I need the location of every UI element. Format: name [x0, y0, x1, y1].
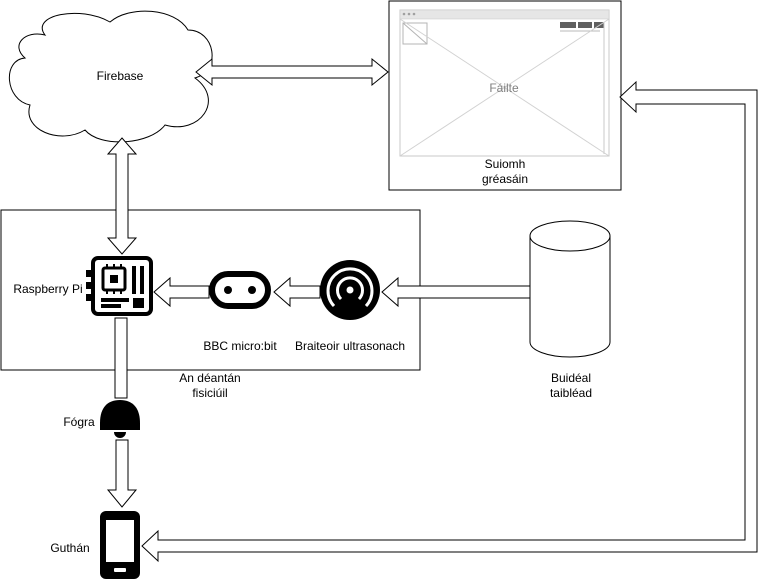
- microbit-icon: [209, 271, 271, 309]
- bottle-label-line1: Buidéal: [551, 371, 591, 385]
- website-placeholder-text: Fáilte: [489, 81, 519, 95]
- physical-device-label-line2: fisiciúil: [192, 386, 227, 400]
- connector-raspberry-pi-bell: [114, 317, 128, 399]
- raspberry-pi-label: Raspberry Pi: [13, 282, 82, 296]
- raspberry-pi-icon: [86, 256, 153, 316]
- arrow-website-phone: [141, 80, 758, 563]
- ultrasonic-sensor-icon: [320, 260, 380, 320]
- phone-label: Guthán: [50, 541, 89, 555]
- phone-icon: [100, 511, 140, 579]
- website-label-line2: gréasáin: [482, 172, 528, 186]
- bottle-label-line2: taibléad: [550, 386, 592, 400]
- arrow-firebase-raspberry-pi: [106, 137, 138, 255]
- physical-device-label-line1: An déantán: [179, 371, 240, 385]
- ultrasonic-label: Braiteoir ultrasonach: [295, 339, 405, 353]
- arrow-ultrasonic-microbit: [273, 276, 321, 308]
- arrow-bell-phone: [106, 439, 138, 508]
- website-mockup: [388, 0, 622, 191]
- arrow-microbit-raspberry-pi: [153, 276, 210, 308]
- arrow-bottle-ultrasonic: [381, 276, 531, 308]
- alert-label: Fógra: [63, 415, 95, 429]
- website-label-line1: Suiomh: [485, 157, 526, 171]
- arrow-firebase-website: [195, 57, 389, 87]
- firebase-cloud: [9, 10, 213, 143]
- microbit-label: BBC micro:bit: [203, 339, 277, 353]
- firebase-label: Firebase: [97, 69, 144, 83]
- tablet-bottle-icon: [529, 220, 611, 358]
- bell-icon: [100, 400, 140, 438]
